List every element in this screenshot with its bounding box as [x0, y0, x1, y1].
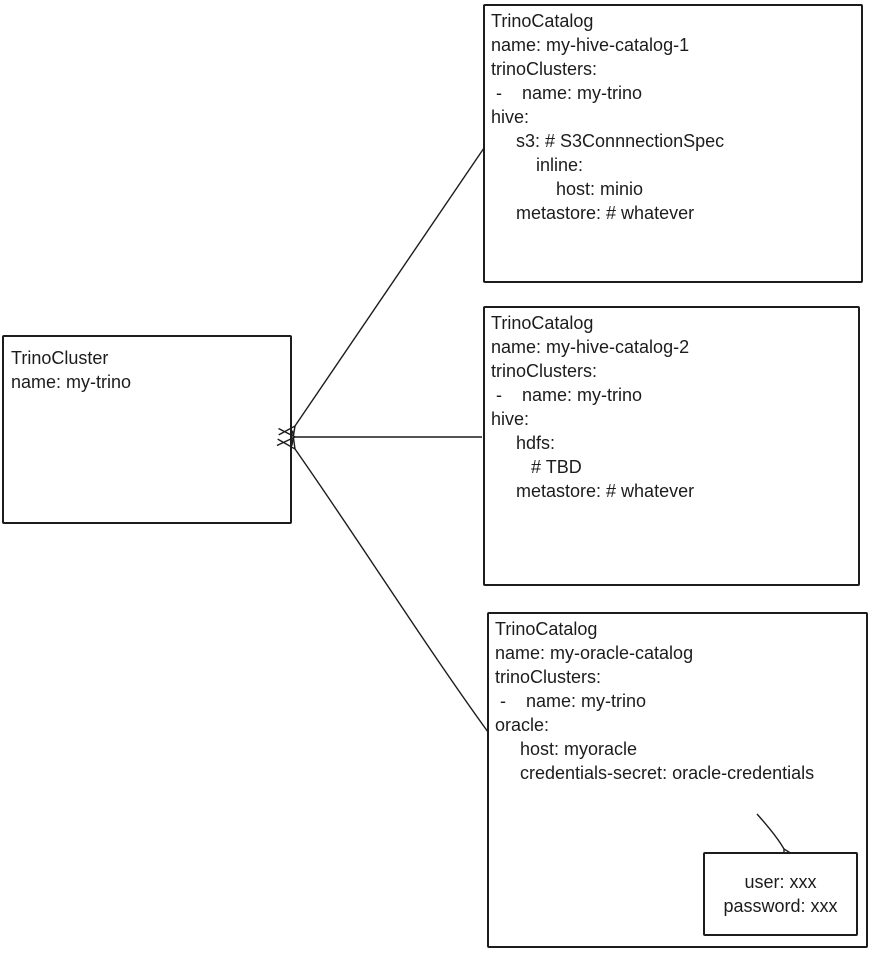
- trino-catalog-box-hive-2: TrinoCatalog name: my-hive-catalog-2 tri…: [483, 306, 860, 586]
- connector-catalog3-to-cluster: [277, 430, 489, 733]
- oracle-credentials-secret-box: user: xxx password: xxx: [703, 852, 858, 936]
- trino-catalog-box-oracle: TrinoCatalog name: my-oracle-catalog tri…: [487, 612, 868, 948]
- trino-cluster-box: TrinoCluster name: my-trino: [2, 335, 292, 524]
- connector-catalog1-to-cluster: [278, 147, 485, 446]
- trino-catalog-box-hive-1: TrinoCatalog name: my-hive-catalog-1 tri…: [483, 4, 863, 283]
